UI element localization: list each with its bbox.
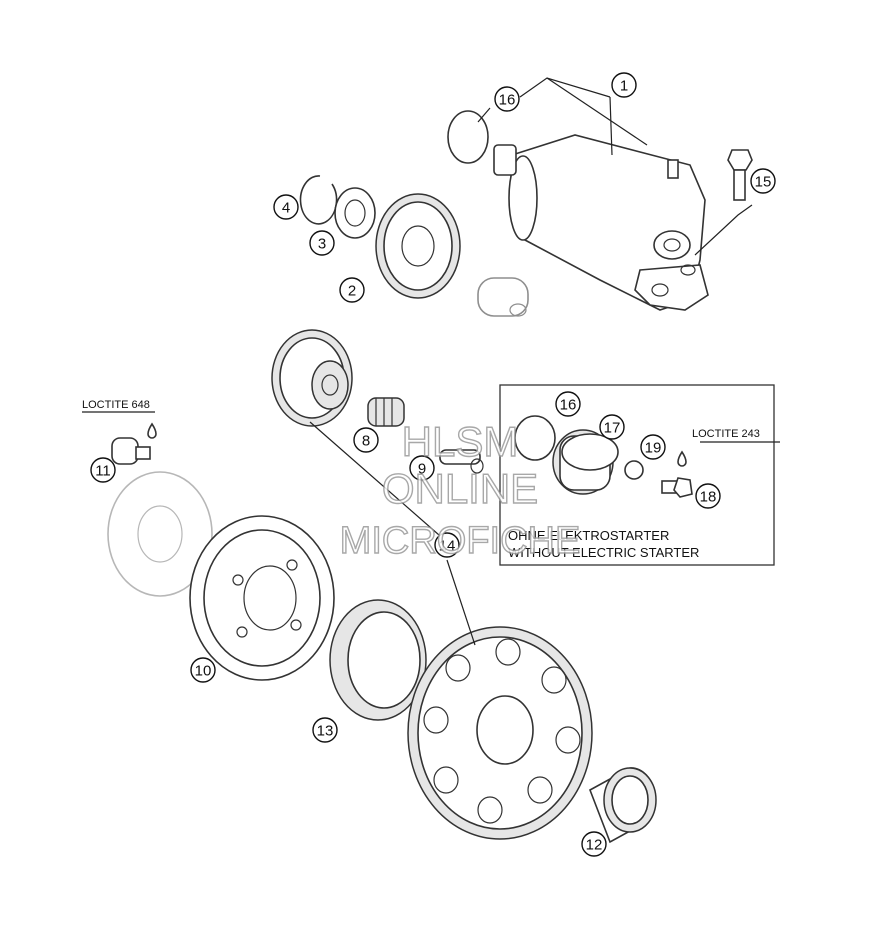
svg-text:MICROFICHE: MICROFICHE [340, 520, 581, 562]
svg-text:10: 10 [195, 663, 212, 680]
loctite-drop-648 [147, 422, 157, 439]
large-gear-14 [407, 626, 593, 840]
callout-1: 1 [611, 72, 637, 98]
svg-text:8: 8 [362, 433, 370, 450]
callout-18: 18 [695, 483, 721, 509]
callout-14: 14 [434, 532, 460, 558]
callout-15: 15 [750, 168, 776, 194]
flywheel-10 [189, 515, 335, 681]
loctite-648-label: LOCTITE 648 [82, 399, 150, 411]
circlip-4 [299, 175, 338, 225]
callout-4: 4 [273, 194, 299, 220]
svg-text:ONLINE: ONLINE [382, 465, 538, 512]
background-gear [107, 471, 213, 597]
loctite-drop-243 [677, 450, 687, 467]
callout-17: 17 [599, 414, 625, 440]
screw-18 [661, 477, 693, 498]
double-gear [271, 329, 353, 427]
washer-3 [334, 187, 376, 239]
loctite-243-label: LOCTITE 243 [692, 428, 760, 440]
callout-3: 3 [309, 230, 335, 256]
svg-text:4: 4 [282, 200, 290, 217]
callout-11: 11 [90, 457, 116, 483]
callout-19: 19 [640, 434, 666, 460]
callout-2: 2 [339, 277, 365, 303]
variant-box-line2: WITHOUT ELECTRIC STARTER [508, 545, 699, 560]
variant-box-line1: OHNE ELEKTROSTARTER [508, 528, 669, 543]
svg-text:16: 16 [560, 397, 577, 414]
pin-9 [439, 449, 484, 474]
callout-16-box: 16 [555, 391, 581, 417]
svg-text:19: 19 [645, 440, 662, 457]
svg-text:HLSM: HLSM [402, 418, 519, 465]
washer-19 [624, 460, 644, 480]
leader-lines [82, 77, 780, 646]
svg-text:3: 3 [318, 236, 326, 253]
sleeve [477, 277, 529, 317]
svg-text:16: 16 [499, 92, 516, 109]
svg-text:14: 14 [439, 538, 456, 555]
svg-text:13: 13 [317, 723, 334, 740]
o-ring-16-box [514, 415, 556, 461]
watermark: HLSM ONLINE MICROFICHE [339, 417, 581, 562]
callout-13: 13 [312, 717, 338, 743]
variant-box [499, 384, 775, 566]
gear-2 [375, 193, 461, 299]
bolt-15 [727, 149, 753, 201]
callout-12: 12 [581, 831, 607, 857]
callout-10: 10 [190, 657, 216, 683]
callout-8: 8 [353, 427, 379, 453]
svg-text:9: 9 [418, 461, 426, 478]
svg-text:17: 17 [604, 420, 621, 437]
callout-16-top: 16 [494, 86, 520, 112]
needle-bearing-12 [589, 767, 657, 844]
svg-text:12: 12 [586, 837, 603, 854]
starter-motor [493, 134, 709, 311]
freewheel-13 [329, 599, 427, 721]
svg-text:15: 15 [755, 174, 772, 191]
cap-17 [552, 429, 619, 495]
o-ring-16-top [447, 110, 489, 164]
needle-bearing-8 [367, 397, 405, 427]
svg-text:2: 2 [348, 283, 356, 300]
callout-9: 9 [409, 455, 435, 481]
svg-text:11: 11 [95, 463, 111, 480]
svg-text:1: 1 [620, 78, 628, 95]
bolt-11 [111, 437, 151, 465]
svg-text:18: 18 [700, 489, 717, 506]
